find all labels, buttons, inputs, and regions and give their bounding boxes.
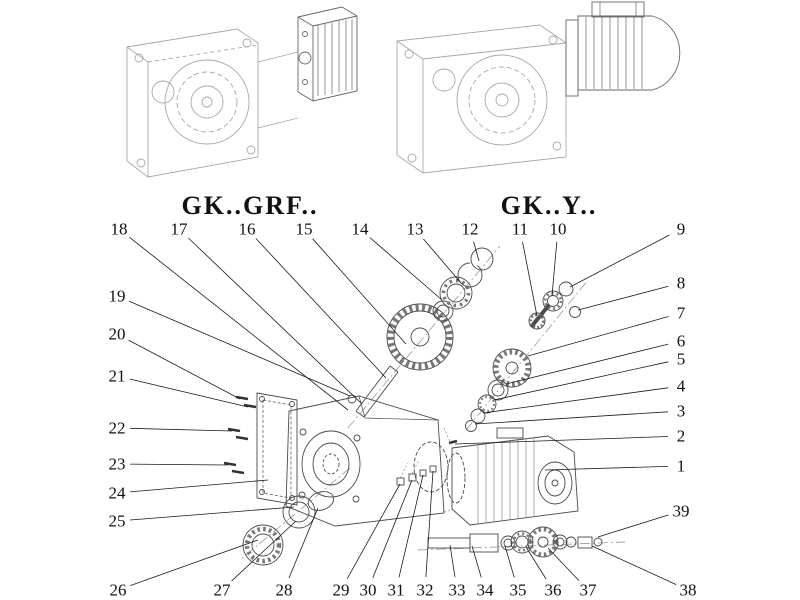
callout-33: 33 — [446, 580, 468, 600]
exploded-view-drawing — [223, 245, 626, 566]
callout-39: 39 — [670, 501, 692, 521]
gearbox-y-drawing — [396, 1, 681, 174]
callout-25: 25 — [106, 511, 128, 531]
leader-line-27 — [231, 520, 297, 582]
callout-31: 31 — [385, 580, 407, 600]
leader-line-19 — [128, 300, 351, 397]
leader-line-37 — [547, 547, 580, 581]
callout-22: 22 — [106, 418, 128, 438]
small-parts-drawing — [396, 459, 437, 486]
callout-3: 3 — [674, 401, 688, 421]
callout-38: 38 — [677, 580, 699, 600]
callout-24: 24 — [106, 483, 128, 503]
leader-line-8 — [577, 285, 669, 311]
leader-line-12 — [473, 241, 480, 262]
leader-lines — [128, 234, 677, 586]
flange-plate-drawing — [256, 392, 298, 506]
callout-21: 21 — [106, 366, 128, 386]
callout-16: 16 — [236, 219, 258, 239]
callout-20: 20 — [106, 324, 128, 344]
leader-line-9 — [569, 234, 670, 288]
callout-30: 30 — [357, 580, 379, 600]
leader-line-10 — [551, 241, 558, 297]
housing-drawing — [285, 394, 449, 527]
leader-line-1 — [544, 466, 669, 471]
leader-line-28 — [288, 507, 319, 579]
leader-line-16 — [255, 238, 387, 379]
input-bearing-drawing — [432, 247, 494, 322]
leader-line-33 — [449, 544, 456, 578]
grf-fin-cover — [297, 6, 358, 102]
leader-line-4 — [482, 387, 669, 414]
leader-line-34 — [471, 545, 482, 578]
callout-17: 17 — [168, 219, 190, 239]
leader-line-30 — [372, 479, 413, 579]
motor-drawing — [443, 427, 579, 526]
gearbox-grf-drawing — [126, 6, 358, 178]
callout-15: 15 — [293, 219, 315, 239]
leader-line-18 — [128, 236, 349, 411]
leader-line-21 — [129, 378, 249, 408]
leader-line-20 — [128, 339, 241, 400]
leader-line-22 — [129, 427, 233, 432]
output-shaft-drawing — [427, 526, 603, 558]
leader-line-23 — [129, 463, 229, 466]
callout-4: 4 — [674, 376, 688, 396]
leader-line-39 — [597, 514, 669, 538]
callout-11: 11 — [509, 219, 531, 239]
leader-line-7 — [527, 316, 669, 357]
callout-14: 14 — [349, 219, 371, 239]
callout-32: 32 — [414, 580, 436, 600]
leader-line-3 — [474, 411, 669, 425]
leader-line-13 — [423, 238, 462, 284]
leader-line-26 — [130, 539, 259, 586]
leader-line-14 — [369, 237, 443, 301]
callout-37: 37 — [577, 580, 599, 600]
callout-23: 23 — [106, 454, 128, 474]
leader-line-25 — [129, 506, 295, 521]
leader-line-2 — [454, 436, 669, 445]
callout-2: 2 — [674, 426, 688, 446]
leader-line-11 — [522, 241, 538, 317]
leader-line-24 — [129, 479, 269, 493]
bevel-gear-drawing — [465, 348, 532, 432]
callout-12: 12 — [459, 219, 481, 239]
leader-line-35 — [504, 545, 515, 578]
leader-line-32 — [425, 470, 434, 578]
leader-line-17 — [188, 237, 363, 405]
callout-1: 1 — [674, 456, 688, 476]
callout-13: 13 — [404, 219, 426, 239]
callout-29: 29 — [330, 580, 352, 600]
callout-18: 18 — [108, 219, 130, 239]
variant-label-grf: GK..GRF.. — [181, 191, 319, 220]
bolts-drawing — [223, 395, 257, 475]
callout-27: 27 — [211, 580, 233, 600]
callout-34: 34 — [474, 580, 496, 600]
leader-line-36 — [525, 546, 547, 580]
callout-6: 6 — [674, 331, 688, 351]
leader-line-15 — [312, 238, 407, 345]
leader-line-5 — [493, 361, 669, 401]
center-axes — [239, 245, 626, 561]
callout-36: 36 — [542, 580, 564, 600]
leader-line-6 — [505, 343, 669, 385]
helical-gear-drawing — [386, 303, 454, 371]
callout-26: 26 — [107, 580, 129, 600]
callout-7: 7 — [674, 303, 688, 323]
leader-line-31 — [398, 474, 424, 578]
callout-5: 5 — [674, 349, 688, 369]
electric-motor-drawing — [565, 1, 681, 97]
callout-9: 9 — [674, 219, 688, 239]
variant-label-y: GK..Y.. — [500, 191, 598, 220]
callout-10: 10 — [547, 219, 569, 239]
callout-8: 8 — [674, 273, 688, 293]
leader-line-29 — [346, 483, 401, 579]
callout-35: 35 — [507, 580, 529, 600]
callout-19: 19 — [106, 286, 128, 306]
callout-28: 28 — [273, 580, 295, 600]
pinion-shaft-drawing — [528, 281, 581, 330]
leader-line-38 — [591, 545, 677, 585]
